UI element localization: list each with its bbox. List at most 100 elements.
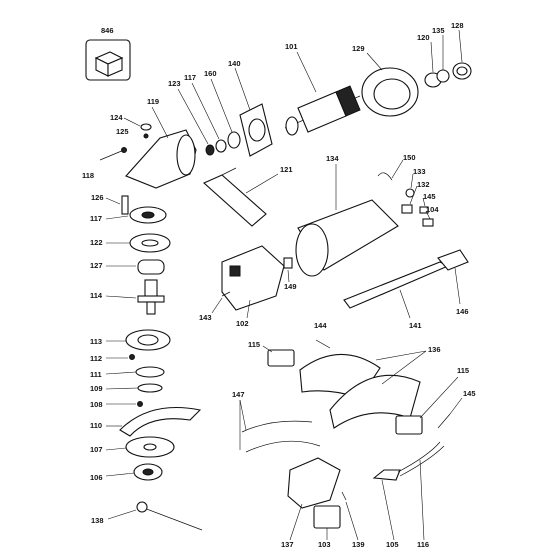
part-101-armature (284, 85, 361, 136)
label-150: 150 (403, 153, 416, 162)
label-110: 110 (90, 421, 102, 430)
part-133 (405, 188, 415, 198)
part-135 (436, 69, 450, 83)
label-139: 139 (352, 540, 365, 549)
part-114-spindle (137, 279, 165, 315)
label-123: 123 (168, 79, 181, 88)
part-105-strain-relief (372, 469, 401, 481)
part-102-field (221, 245, 285, 311)
part-140 (239, 103, 273, 157)
part-123 (205, 144, 215, 156)
part-103-connector (313, 505, 341, 529)
label-104: 104 (426, 205, 439, 214)
part-115-upper (267, 349, 295, 367)
part-127 (137, 259, 165, 275)
label-105: 105 (386, 540, 399, 549)
part-126 (121, 195, 129, 215)
label-145-lower: 145 (463, 389, 476, 398)
part-150 (377, 172, 393, 181)
label-115-upper: 115 (248, 340, 260, 349)
part-117-top (215, 139, 227, 153)
label-136: 136 (428, 345, 441, 354)
part-143 (221, 291, 231, 297)
label-160: 160 (204, 69, 217, 78)
part-107 (125, 436, 175, 458)
part-111 (135, 366, 165, 378)
label-146: 146 (456, 307, 469, 316)
label-129: 129 (352, 44, 365, 53)
label-134: 134 (326, 154, 339, 163)
part-129 (361, 67, 419, 117)
part-112 (129, 354, 135, 360)
part-149 (283, 257, 293, 269)
part-121-side-handle (202, 167, 267, 227)
part-116-cord (397, 441, 445, 477)
part-128 (452, 62, 472, 80)
label-126: 126 (91, 193, 104, 202)
label-106: 106 (90, 473, 103, 482)
part-108 (137, 401, 143, 407)
label-122: 122 (90, 238, 103, 247)
label-128: 128 (451, 21, 464, 30)
part-110-guard (119, 407, 202, 437)
label-113: 113 (90, 337, 102, 346)
label-846: 846 (101, 26, 114, 35)
part-125 (143, 133, 149, 139)
label-147: 147 (232, 390, 245, 399)
part-132 (401, 204, 413, 214)
label-132: 132 (417, 180, 430, 189)
part-146-lever (437, 249, 469, 271)
label-107: 107 (90, 445, 103, 454)
part-119-gear-head (125, 129, 197, 189)
part-144 (315, 339, 331, 349)
label-144: 144 (314, 321, 327, 330)
label-102: 102 (236, 319, 249, 328)
part-141-switch-rod (343, 261, 450, 309)
label-140: 140 (228, 59, 241, 68)
part-147-wires (241, 420, 321, 453)
part-117-gear (129, 206, 167, 224)
part-137-switch (287, 457, 341, 509)
label-115-lower: 115 (457, 366, 469, 375)
part-113 (125, 329, 171, 351)
box-icon (94, 51, 124, 77)
label-127: 127 (90, 261, 103, 270)
part-145-lower (437, 413, 451, 429)
part-122 (129, 233, 171, 253)
part-846-kit (85, 39, 131, 81)
label-112: 112 (90, 354, 102, 363)
label-121: 121 (280, 165, 293, 174)
label-111: 111 (90, 370, 102, 379)
label-117-gear: 117 (90, 214, 102, 223)
label-108: 108 (90, 400, 103, 409)
label-103: 103 (318, 540, 331, 549)
part-115-lower (395, 415, 423, 435)
label-120: 120 (417, 33, 430, 42)
part-138-spanner (136, 501, 203, 531)
label-124: 124 (110, 113, 123, 122)
label-145-top: 145 (423, 192, 436, 201)
label-125: 125 (116, 127, 129, 136)
label-116: 116 (417, 540, 429, 549)
label-138: 138 (91, 516, 104, 525)
part-124 (140, 123, 152, 131)
part-136-handle (299, 353, 421, 429)
part-145-top (419, 206, 429, 214)
label-114: 114 (90, 291, 103, 300)
part-139 (341, 491, 347, 501)
label-141: 141 (409, 321, 422, 330)
label-117-top: 117 (184, 73, 196, 82)
part-104 (422, 218, 434, 227)
label-135: 135 (432, 26, 445, 35)
label-101: 101 (285, 42, 298, 51)
label-137: 137 (281, 540, 294, 549)
label-118: 118 (82, 171, 94, 180)
part-118-screw (99, 147, 127, 161)
part-160 (227, 131, 241, 149)
part-109 (137, 383, 163, 393)
label-119: 119 (147, 97, 159, 106)
label-143: 143 (199, 313, 212, 322)
label-133: 133 (413, 167, 426, 176)
part-134-motor-housing (295, 199, 399, 277)
